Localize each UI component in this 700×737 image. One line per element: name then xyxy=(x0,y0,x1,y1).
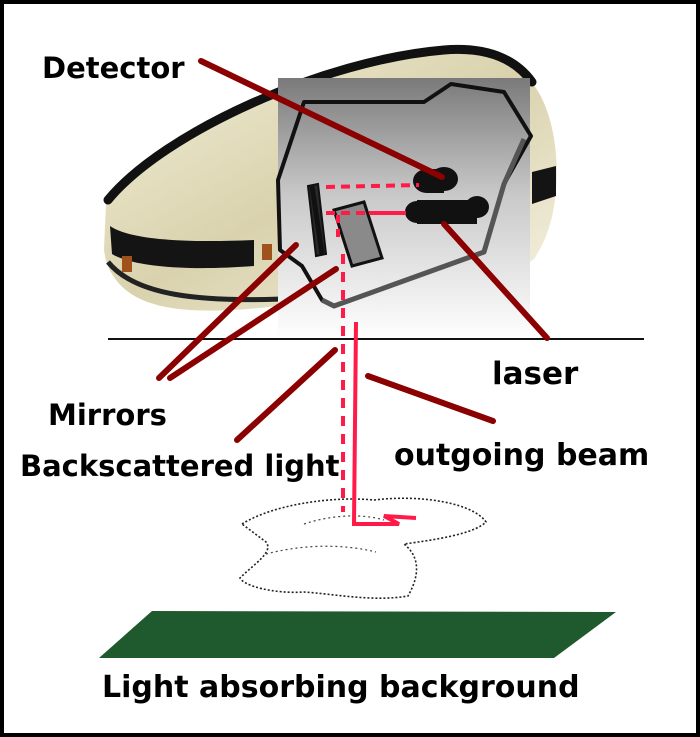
pointer-lines xyxy=(156,58,550,443)
laser-pointer xyxy=(441,221,550,341)
housing-light-right xyxy=(262,244,272,260)
detector-pointer xyxy=(198,58,445,180)
beam-to-detector xyxy=(325,183,420,189)
light-absorbing-background-panel xyxy=(99,611,616,658)
housing-bottom-edge xyxy=(106,260,305,303)
housing-side-stripe xyxy=(532,166,556,204)
housing-light-left xyxy=(122,256,132,272)
mirror-accent-1 xyxy=(309,185,325,255)
laser-component xyxy=(405,196,489,224)
interior-floor xyxy=(320,137,527,309)
mirrors-label: Mirrors xyxy=(48,398,167,432)
laser-label: laser xyxy=(492,356,579,392)
backscattered-light-label: Backscattered light xyxy=(20,449,340,483)
backscattered-pointer xyxy=(234,347,338,443)
scanned-object-detail xyxy=(265,515,385,555)
light-absorbing-background-label: Light absorbing background xyxy=(102,670,580,705)
outgoing-beam-path xyxy=(351,321,417,526)
mirror-2 xyxy=(332,200,384,268)
outgoing-beam-pointer xyxy=(365,373,496,424)
mirrors-pointer-1 xyxy=(156,242,299,381)
outgoing-beam-label: outgoing beam xyxy=(394,438,650,473)
scanned-object-silhouette xyxy=(239,497,488,599)
housing-top-edge xyxy=(103,44,537,205)
detector-label: Detector xyxy=(42,51,185,85)
diagram-svg xyxy=(99,44,644,658)
mirrors-pointer-2 xyxy=(167,266,339,381)
internal-beams xyxy=(325,183,420,242)
housing-stripe xyxy=(110,226,254,269)
external-beams xyxy=(341,254,417,526)
